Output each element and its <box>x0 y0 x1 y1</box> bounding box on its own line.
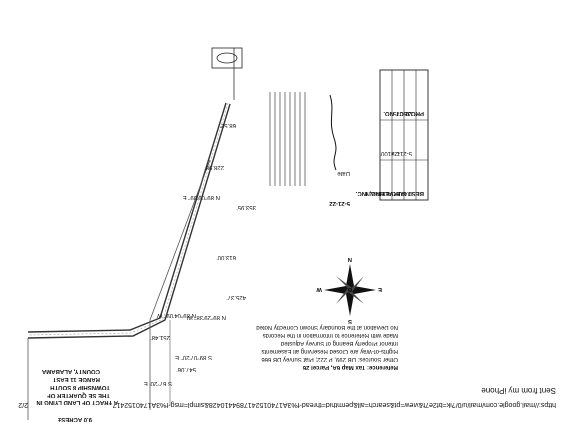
legal-line-3: TOWNSHIP 8 SOUTH <box>50 384 110 390</box>
acreage-label: 9.0 ACRES± <box>57 416 92 422</box>
distance-4: 547.06' <box>176 366 197 372</box>
compass-north-label: N <box>347 256 352 262</box>
note-line-2: Other Sources: DB 299, P 222; Plat Surve… <box>261 356 398 362</box>
compass-rose-icon <box>324 264 376 316</box>
date-label: Date <box>337 170 350 176</box>
distance-2: 353.95' <box>236 204 257 210</box>
bearing-1: S 67°20' E <box>143 380 172 386</box>
note-line-4: Interior Property Bearing of Survey Adju… <box>280 340 398 346</box>
compass-east-label: E <box>377 286 382 292</box>
legal-line-5: COUNTY, ALABAMA <box>41 368 100 374</box>
distance-6: 68.52' <box>219 122 236 128</box>
title-row-4: 1"=100' <box>379 150 400 156</box>
distance-3: 425.37' <box>226 294 247 300</box>
bearing-3: N 89°04'09" W <box>156 312 196 318</box>
bearing-5: N 89°09'09" E <box>182 194 220 200</box>
legal-line-1: A TRACT OF LAND LYING IN <box>36 399 118 405</box>
legal-line-4: RANGE 11 EAST <box>52 376 100 382</box>
note-line-1: Reference: Tax Map 6A, Parcel 26 <box>302 364 398 370</box>
distance-5: 251.48' <box>150 334 171 340</box>
note-line-5: Made with Reference to Information in th… <box>262 332 398 338</box>
title-row-5: DRAWN <box>365 190 388 196</box>
signature-date: 5-21-22 <box>329 200 350 206</box>
compass-west-label: W <box>316 286 322 292</box>
title-project-no: 22-075 <box>393 110 412 116</box>
note-line-6: No Deviation at the Boundary Shown Corre… <box>256 324 398 330</box>
distance-7: 228.98' <box>204 164 225 170</box>
distance-1: 613.00' <box>216 254 237 260</box>
bearing-4: S 89°07'20" E <box>174 354 212 360</box>
note-line-3: Rights-of-Way are Closed Reserving all E… <box>261 348 399 354</box>
legal-line-2: THE SE QUARTER OF <box>46 392 110 398</box>
